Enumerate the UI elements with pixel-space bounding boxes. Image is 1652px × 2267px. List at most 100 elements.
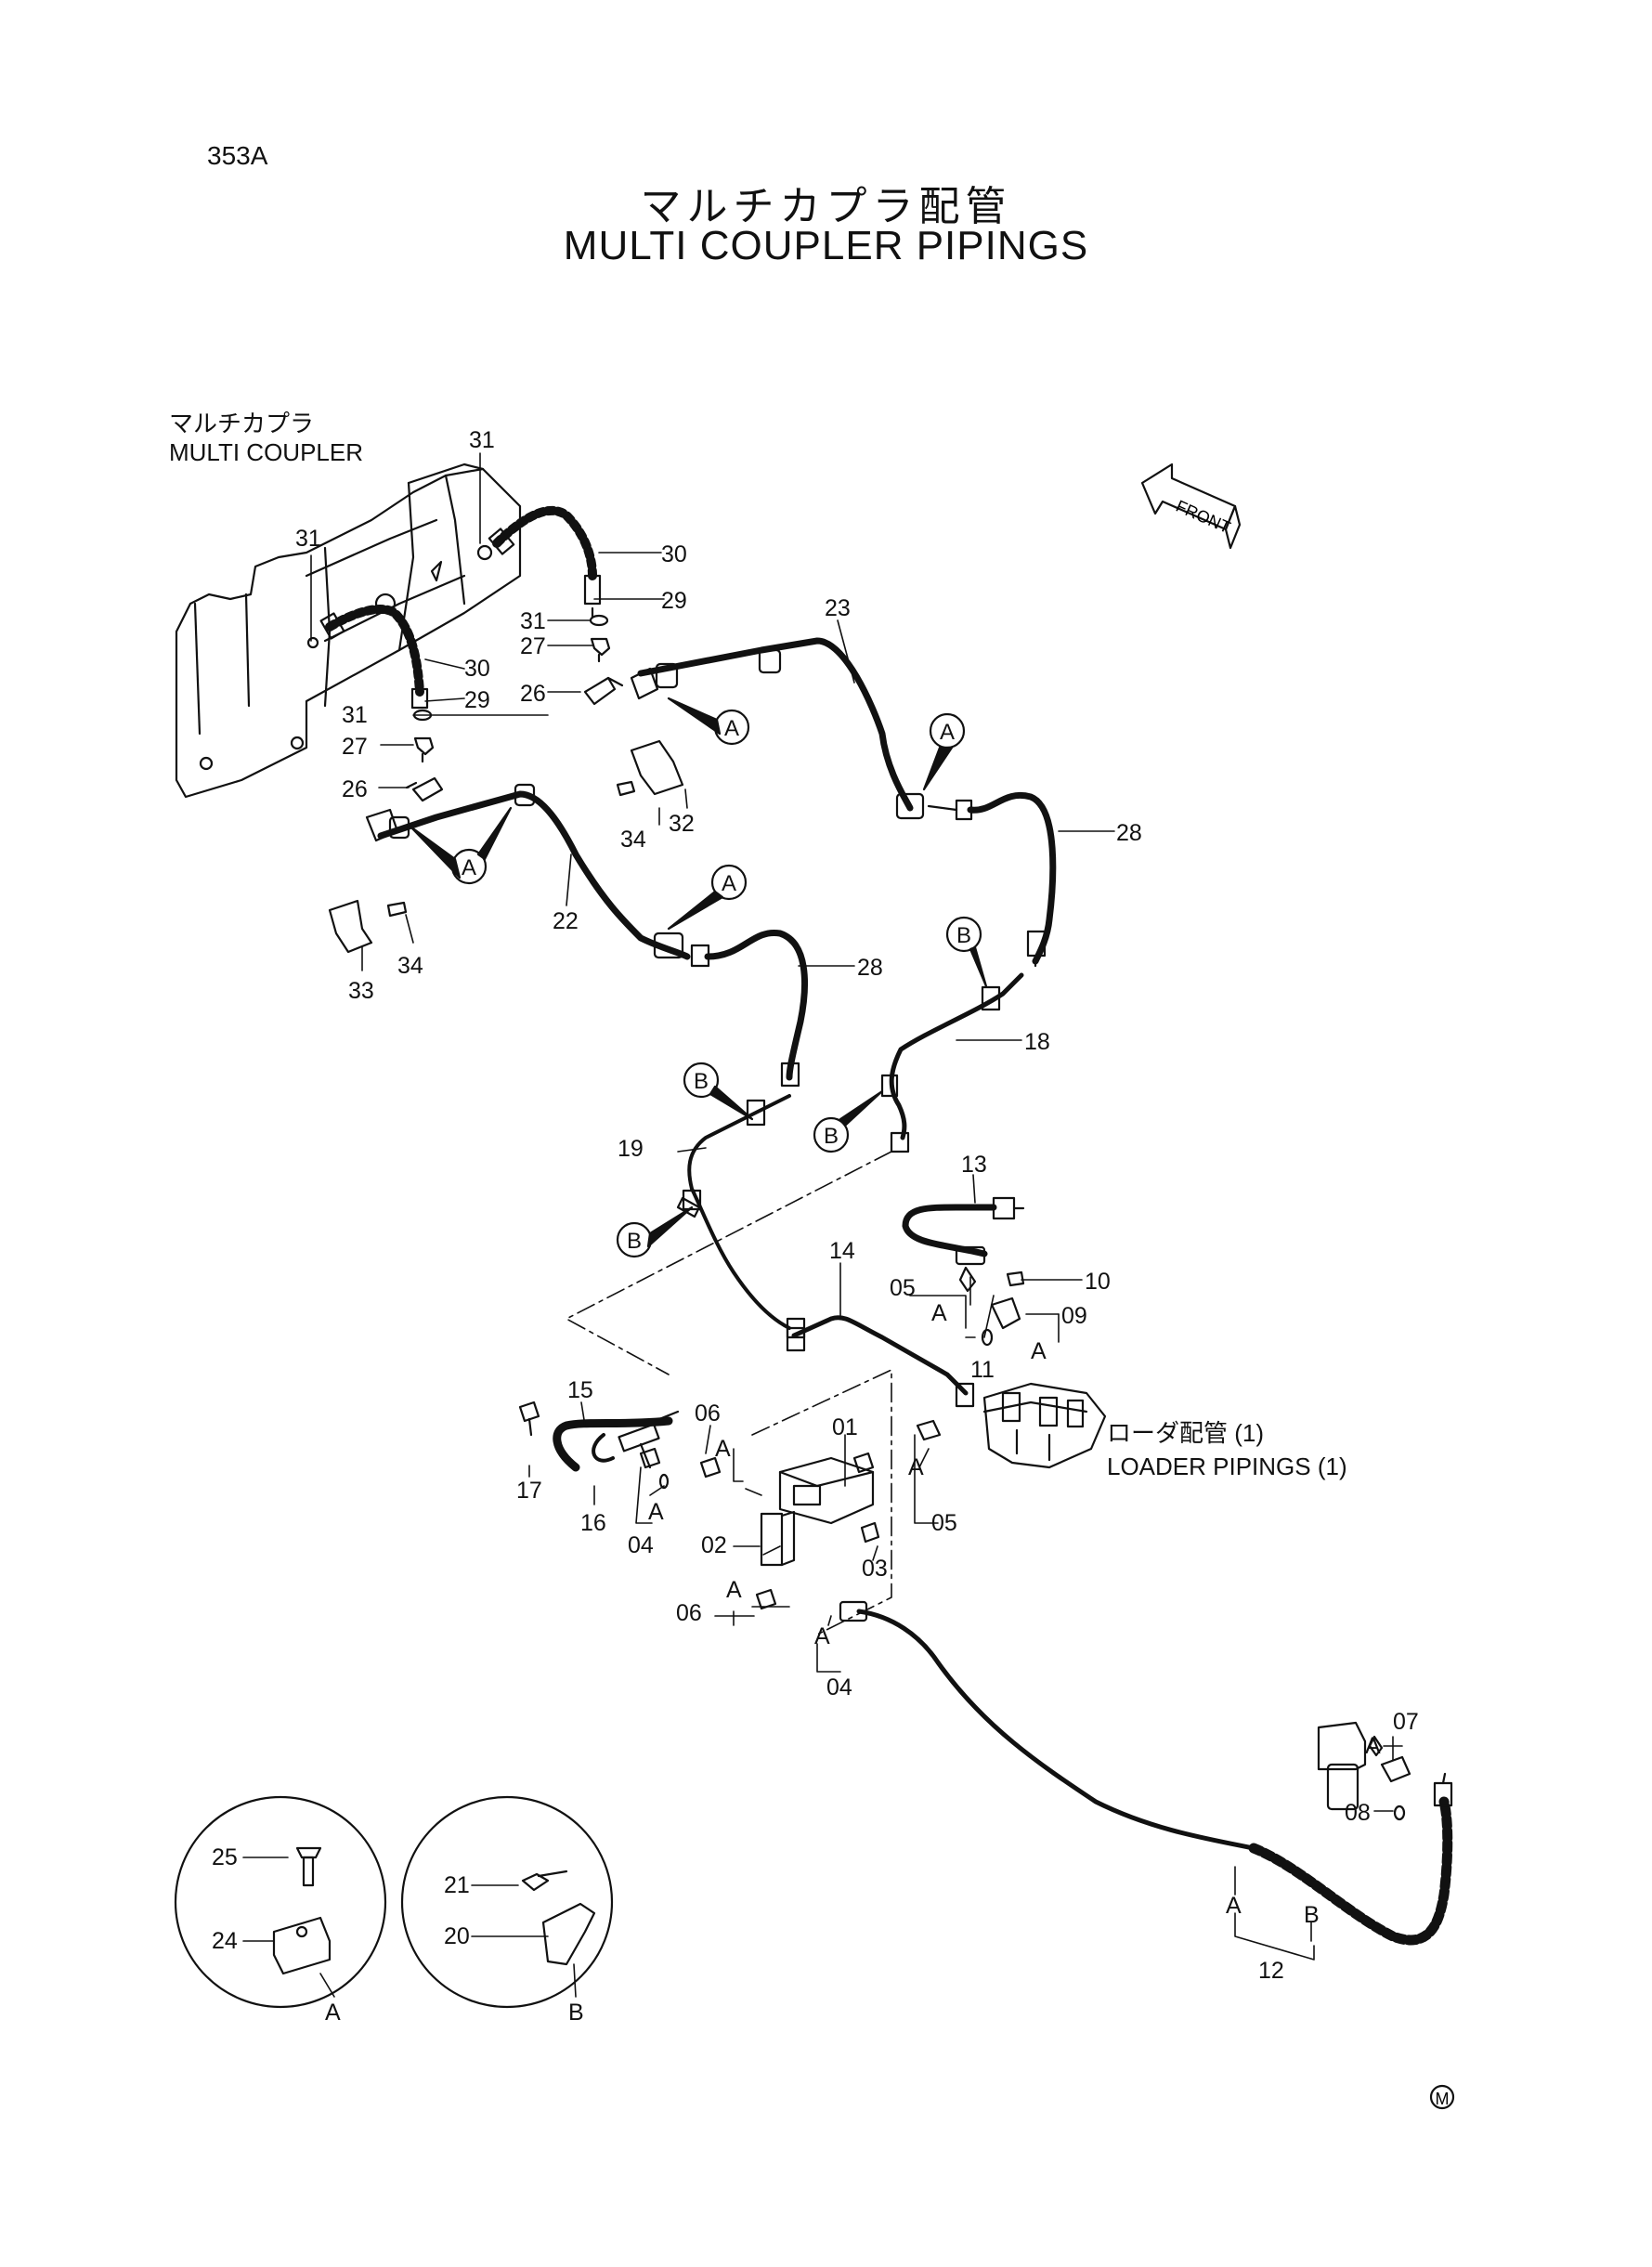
callout-05: 05 [890, 1275, 916, 1301]
callout-33: 33 [348, 978, 374, 1004]
callout-19: 19 [618, 1136, 644, 1162]
callout-28: 28 [1116, 820, 1142, 846]
callout-17: 17 [516, 1478, 542, 1504]
callout-30: 30 [464, 656, 490, 682]
callout-15: 15 [567, 1377, 593, 1403]
loader-pipings-label: LOADER PIPINGS (1) [1107, 1453, 1347, 1480]
callout-01: 01 [832, 1414, 858, 1440]
letter-a: A [814, 1623, 830, 1649]
callout-25: 25 [212, 1844, 238, 1870]
assembly-lines [566, 1151, 892, 1635]
reference-bubbles [409, 697, 988, 1258]
pipe-18 [880, 972, 1024, 1153]
callout-27: 27 [342, 734, 368, 760]
hose-28-upper [967, 792, 1057, 968]
callout-20: 20 [444, 1923, 470, 1949]
callout-31: 31 [295, 526, 321, 552]
callout-06: 06 [695, 1401, 721, 1427]
callout-34: 34 [397, 953, 423, 979]
bracket-32 [616, 739, 684, 797]
letter-a: A [715, 1436, 731, 1462]
detail-circle-a [174, 1795, 387, 2009]
ref-b-2: B [694, 1069, 709, 1094]
callout-10: 10 [1085, 1269, 1111, 1295]
loader-pipings-label-jp: ローダ配管 (1) [1107, 1419, 1265, 1447]
detail-letter-b: B [568, 2000, 584, 2026]
front-label: FRONT [1173, 497, 1233, 537]
callout-12: 12 [1258, 1958, 1284, 1984]
callout-29: 29 [464, 687, 490, 713]
letter-a: A [1226, 1893, 1242, 1919]
solenoid-block [778, 1452, 880, 1544]
pipe-14 [786, 1315, 975, 1408]
multi-coupler-label: MULTI COUPLER [169, 438, 363, 466]
letter-a: A [726, 1577, 742, 1603]
callout-13: 13 [961, 1152, 987, 1178]
page-title: MULTI COUPLER PIPINGS [563, 223, 1089, 268]
front-arrow-icon [1140, 463, 1242, 550]
callout-02: 02 [701, 1532, 727, 1558]
callout-26: 26 [520, 681, 546, 707]
letter-a: A [1365, 1733, 1381, 1759]
page-title-japanese: マルチカプラ配管 [640, 184, 1012, 229]
callout-04: 04 [628, 1532, 654, 1558]
m-mark-circle [1429, 2084, 1455, 2110]
callout-08: 08 [1345, 1800, 1371, 1826]
ref-b-4: B [627, 1229, 642, 1254]
callout-21: 21 [444, 1872, 470, 1898]
ref-b-1: B [956, 923, 971, 948]
m-mark: M [1436, 2090, 1450, 2108]
callout-18: 18 [1024, 1029, 1050, 1055]
callout-09: 09 [1061, 1303, 1087, 1329]
letter-b: B [1304, 1902, 1320, 1928]
callout-28: 28 [857, 955, 883, 981]
callout-32: 32 [669, 811, 695, 837]
ref-a-2: A [940, 720, 955, 745]
callout-29: 29 [661, 588, 687, 614]
callout-27: 27 [520, 633, 546, 659]
letter-a: A [1031, 1338, 1047, 1364]
callout-31: 31 [469, 427, 495, 453]
pipe-19 [682, 1094, 806, 1339]
callout-31: 31 [520, 608, 546, 634]
pipe-23 [630, 637, 973, 821]
multi-coupler-label-jp: マルチカプラ [169, 410, 315, 437]
hose-30-lower [319, 605, 429, 710]
callout-04: 04 [826, 1674, 852, 1700]
hose-30-upper [488, 505, 602, 619]
callout-31: 31 [342, 702, 368, 728]
callout-30: 30 [661, 541, 687, 567]
ref-a-3: A [462, 855, 476, 880]
callout-24: 24 [212, 1928, 238, 1954]
letter-a: A [908, 1454, 924, 1480]
detail-letter-a: A [325, 2000, 341, 2026]
callout-26: 26 [342, 776, 368, 802]
page-code: 353A [207, 141, 268, 170]
hose-28-lower [704, 929, 808, 1088]
callout-22: 22 [553, 908, 579, 934]
ref-a-1: A [724, 716, 739, 741]
filter-07 [1317, 1721, 1411, 1811]
ref-a-4: A [722, 871, 736, 896]
callout-16: 16 [580, 1510, 606, 1536]
callout-03: 03 [862, 1556, 888, 1582]
callout-14: 14 [829, 1238, 855, 1264]
callout-11: 11 [970, 1357, 995, 1383]
callout-06: 06 [676, 1600, 702, 1626]
multi-coupler-drawing [175, 463, 522, 799]
callout-05: 05 [931, 1510, 957, 1536]
hose-13 [902, 1196, 1025, 1266]
callout-23: 23 [825, 595, 851, 621]
callout-07: 07 [1393, 1709, 1419, 1735]
detail-circle-b [400, 1795, 614, 2009]
letter-a: A [648, 1499, 664, 1525]
bracket-33 [328, 899, 408, 954]
block-02 [760, 1510, 796, 1567]
ref-b-3: B [824, 1124, 839, 1149]
hose-12 [839, 1600, 1453, 1946]
hose-15-16 [553, 1410, 680, 1472]
callout-34: 34 [620, 827, 646, 853]
letter-a: A [931, 1300, 947, 1326]
pipe-22 [365, 783, 710, 968]
